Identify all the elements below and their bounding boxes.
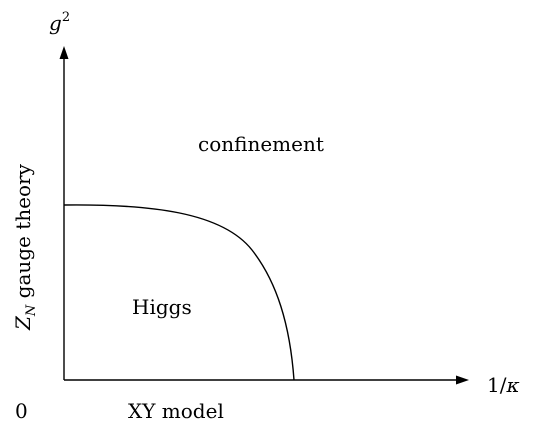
x-axis-arrowhead bbox=[456, 375, 469, 385]
x-axis-label-numerator: 1/ bbox=[487, 373, 507, 397]
x-axis-label-symbol: κ bbox=[505, 373, 519, 397]
y-axis-label: g2 bbox=[49, 10, 70, 35]
confinement-region-label: confinement bbox=[198, 132, 324, 156]
origin-label: 0 bbox=[15, 399, 28, 423]
y-axis-label-symbol: g bbox=[49, 11, 62, 35]
x-axis-label: 1/κ bbox=[487, 373, 520, 397]
left-axis-caption: ZN gauge theory bbox=[11, 163, 39, 331]
higgs-region-label: Higgs bbox=[132, 295, 192, 319]
y-axis-label-superscript: 2 bbox=[62, 10, 70, 25]
y-axis-arrowhead bbox=[59, 46, 69, 59]
left-axis-caption-subscript: N bbox=[24, 304, 39, 317]
phase-boundary-curve bbox=[63, 204, 295, 381]
bottom-axis-caption: XY model bbox=[128, 399, 224, 423]
left-axis-caption-symbol: Z bbox=[11, 315, 35, 331]
left-axis-caption-rest: gauge theory bbox=[11, 163, 35, 304]
